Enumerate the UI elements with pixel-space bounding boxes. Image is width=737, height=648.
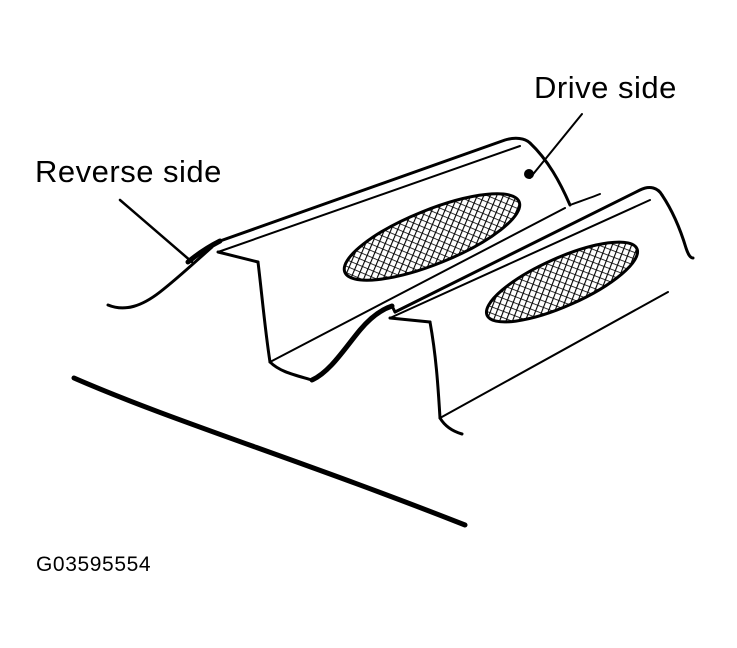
middle-root-curve: [309, 303, 395, 383]
tooth-front: [185, 136, 572, 382]
drive-side-leader: [529, 113, 583, 179]
drive-side-pointer-dot: [524, 169, 534, 179]
reverse-side-label: Reverse side: [35, 154, 222, 189]
reverse-side-leader: [118, 198, 194, 264]
drive-side-label: Drive side: [534, 70, 677, 105]
tooth-back: [388, 186, 695, 436]
left-root-curve: [106, 245, 214, 310]
contact-pattern-front: [342, 192, 522, 282]
base-curve: [71, 375, 468, 528]
contact-pattern-back: [484, 240, 640, 324]
figure-code: G03595554: [36, 553, 152, 576]
